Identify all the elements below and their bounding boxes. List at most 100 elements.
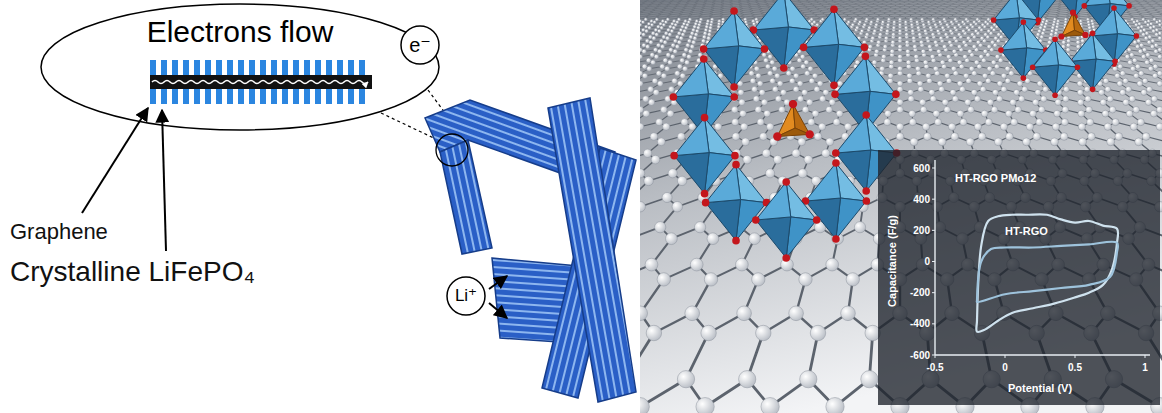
- graphene-lattice: [789, 306, 804, 321]
- graphene-lattice: [690, 45, 694, 49]
- polyoxometalate-cluster: [734, 46, 764, 87]
- graphene-lattice: [650, 20, 653, 23]
- graphene-lattice: [865, 18, 868, 21]
- polyoxometalate-cluster: [730, 93, 738, 101]
- graphene-lattice: [882, 54, 887, 59]
- graphene-lattice: [1138, 22, 1141, 25]
- graphene-lattice: [786, 71, 791, 76]
- graphene-lattice: [1157, 81, 1162, 87]
- polyoxometalate-cluster: [1111, 5, 1117, 11]
- graphene-lattice: [640, 15, 1162, 17]
- graphene-lattice: [640, 9, 1162, 11]
- polyoxometalate-cluster: [863, 197, 871, 205]
- graphene-lattice: [855, 26, 858, 29]
- electron-circle: e⁻: [400, 25, 440, 65]
- graphene-lattice: [861, 371, 878, 388]
- polyoxometalate-cluster: [835, 56, 870, 94]
- graphene-lattice: [644, 18, 647, 21]
- graphene-lattice: [810, 18, 813, 21]
- tick-label: 200: [913, 225, 930, 236]
- graphene-lattice: [865, 33, 869, 37]
- graphene-lattice: [1018, 96, 1024, 102]
- graphene-lattice: [1145, 99, 1151, 105]
- graphene-lattice: [775, 96, 781, 102]
- polyoxometalate-cluster: [1033, 39, 1059, 67]
- graphene-lattice: [1052, 123, 1059, 130]
- graphene-lattice: [668, 169, 677, 178]
- graphene-lattice: [905, 40, 909, 44]
- graphene-lattice: [1118, 64, 1123, 69]
- graphene-lattice: [1142, 48, 1146, 52]
- graphene-lattice: [966, 36, 970, 40]
- graphene-lattice: [977, 81, 983, 87]
- polyoxometalate-cluster: [706, 165, 741, 203]
- graphene-lattice: [667, 110, 674, 117]
- graphene-lattice: [971, 89, 977, 95]
- polyoxometalate-cluster: [813, 216, 821, 224]
- cv-chart: [1145, 355, 1146, 358]
- graphene-lattice: [657, 29, 661, 33]
- graphene-lattice: [768, 54, 773, 59]
- polyoxometalate-cluster: [830, 6, 838, 14]
- graphene-lattice: [686, 43, 690, 47]
- graphene-ribbon: [548, 98, 636, 402]
- graphene-lattice: [898, 23, 901, 26]
- graphene-lattice: [966, 138, 974, 146]
- graphene-lattice: [934, 119, 941, 126]
- graphene-lattice: [836, 110, 843, 117]
- graphene-lattice: [677, 133, 685, 141]
- graphene-lattice: [880, 26, 883, 29]
- graphene-lattice: [923, 133, 931, 141]
- graphene-lattice: [685, 306, 700, 321]
- graphene-lattice: [780, 89, 786, 95]
- tick-label: 0: [924, 256, 930, 267]
- graphene-lattice: [753, 96, 759, 102]
- graphene-lattice: [642, 33, 646, 37]
- graphene-lattice: [897, 66, 902, 71]
- graphene-lattice: [987, 45, 991, 49]
- graphene-lattice: [962, 29, 966, 33]
- graphene-lattice: [647, 22, 650, 25]
- graphene-lattice: [948, 40, 952, 44]
- polyoxometalate-cluster: [1021, 75, 1027, 81]
- graphene-lattice: [1135, 45, 1139, 49]
- node-text: e⁻: [409, 34, 431, 56]
- polyoxometalate-cluster: [892, 91, 900, 99]
- graphene-lattice: [655, 18, 658, 21]
- graphene-lattice: [965, 99, 971, 105]
- graphene-lattice: [1014, 89, 1020, 95]
- graphene-lattice: [653, 48, 657, 52]
- graphene-lattice: [677, 176, 686, 185]
- graphene-lattice: [670, 54, 675, 59]
- graphene-lattice: [949, 29, 953, 33]
- graphene-lattice: [1146, 53, 1151, 58]
- polyoxometalate-cluster: [700, 55, 708, 63]
- electron-path: [152, 81, 368, 84]
- cv-chart: [1075, 355, 1076, 358]
- graphene-lattice: [652, 78, 658, 84]
- graphene-lattice: [987, 18, 990, 21]
- graphene-lattice: [1079, 138, 1087, 146]
- graphene-lattice: [932, 18, 935, 21]
- graphene-lattice: [675, 35, 679, 39]
- graphene-lattice: [772, 66, 777, 71]
- ion-arrow: [489, 276, 507, 289]
- polyoxometalate-cluster: [1055, 65, 1077, 95]
- graphene-lattice: [927, 20, 930, 23]
- graphene-lattice: [906, 49, 910, 53]
- graphene-lattice: [655, 222, 666, 233]
- graphene-lattice: [670, 29, 674, 33]
- graphene-lattice: [675, 45, 679, 49]
- graphene-lattice: [657, 49, 661, 53]
- callout-oval: Electrons flow: [40, 3, 440, 131]
- graphene-lattice: [1135, 138, 1143, 146]
- polyoxometalate-cluster: [1114, 34, 1136, 64]
- graphene-lattice: [640, 81, 643, 87]
- cv-chart: [935, 355, 936, 358]
- graphene-lattice: [1035, 89, 1041, 95]
- graphene-lattice: [644, 25, 647, 28]
- graphene-lattice: [1139, 43, 1143, 47]
- graphene-lattice: [705, 25, 708, 28]
- graphene-lattice: [1033, 133, 1041, 141]
- graphene-lattice: [1107, 96, 1113, 102]
